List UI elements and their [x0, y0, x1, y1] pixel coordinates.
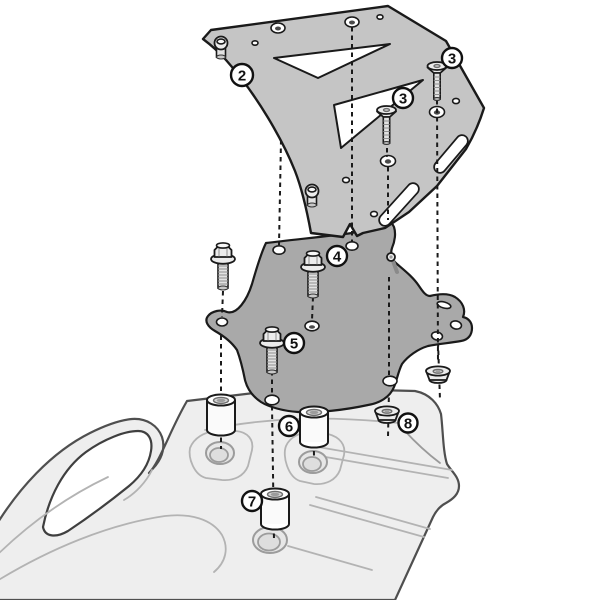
plate-csk-hole-b-bore	[349, 20, 355, 25]
side-groove-1a	[317, 446, 453, 471]
spacer-bushing-7	[260, 487, 290, 531]
plate-csk-hole-c-bore	[384, 159, 392, 164]
callout-8-label: 8	[404, 416, 412, 433]
plate-csk-hole-a-bore	[275, 26, 281, 31]
plate-slot-right	[433, 134, 469, 174]
plate-pin-top	[213, 35, 229, 60]
side-groove-1b	[313, 454, 449, 479]
bracket-hole-center-bore	[309, 325, 315, 329]
callout-2: 2	[229, 62, 255, 88]
tail-crease-below-handle	[0, 476, 109, 554]
bracket-arm-hole-2	[449, 320, 463, 330]
bracket-hole-top-mid	[345, 241, 359, 252]
bracket-hole-left-wing	[215, 317, 229, 327]
plate-small-hole-5	[369, 210, 379, 218]
bracket-hook-slot	[436, 300, 452, 310]
plate-small-hole-1	[376, 14, 384, 21]
plate-cutout-upper	[273, 43, 391, 79]
tail-well-left	[205, 441, 235, 465]
callout-6-label: 6	[285, 419, 293, 436]
bracket-hole-top-left	[272, 245, 286, 256]
callout-8: 8	[397, 412, 419, 434]
callout-4-label: 4	[333, 249, 342, 266]
callout-3-right: 3	[440, 46, 464, 70]
seat-curve	[0, 514, 227, 581]
tail-well-front	[252, 526, 288, 554]
dash-plate-to-bracket-left	[278, 139, 282, 246]
bracket-hole-bottom-right	[382, 375, 398, 387]
callout-5-label: 5	[290, 336, 298, 353]
callout-3-left: 3	[391, 86, 415, 110]
bracket-hole-bottom-left	[264, 394, 280, 406]
motorcycle-tail	[0, 387, 461, 600]
plate-small-hole-3	[451, 97, 461, 105]
dash-screw-right-chain	[436, 99, 439, 364]
callout-2-label: 2	[238, 68, 246, 85]
side-groove-3	[287, 545, 373, 571]
callout-7-label: 7	[248, 494, 256, 511]
flange-nut-lower	[374, 405, 400, 424]
callout-5: 5	[282, 331, 306, 355]
hex-flange-bolt-left	[210, 241, 236, 291]
side-groove-2a	[315, 496, 431, 530]
top-rack-plate	[201, 4, 486, 239]
spacer-bushing-6	[299, 405, 329, 449]
spacer-bushing-left	[206, 393, 236, 437]
plate-slot-lower	[378, 182, 420, 227]
callout-7: 7	[240, 489, 264, 513]
bracket-ear-screw	[386, 252, 399, 274]
flange-nut-right	[425, 365, 451, 384]
callout-4: 4	[325, 244, 349, 268]
side-groove-2b	[309, 504, 425, 538]
callout-3-right-label: 3	[448, 51, 456, 68]
plate-pin-bottom	[304, 183, 320, 208]
plate-small-hole-4	[341, 176, 351, 184]
alignment-lines-upper	[351, 27, 439, 364]
dash-bolt-left-stub	[221, 290, 224, 318]
alignment-lines-mid	[221, 139, 390, 394]
dash-bolt-4-stub	[311, 296, 314, 321]
plate-small-hole-2	[251, 39, 259, 46]
callout-6: 6	[277, 414, 301, 438]
handle-shoulder-crease	[123, 469, 153, 501]
callout-3-left-label: 3	[399, 91, 407, 108]
tail-well-center	[298, 450, 328, 474]
